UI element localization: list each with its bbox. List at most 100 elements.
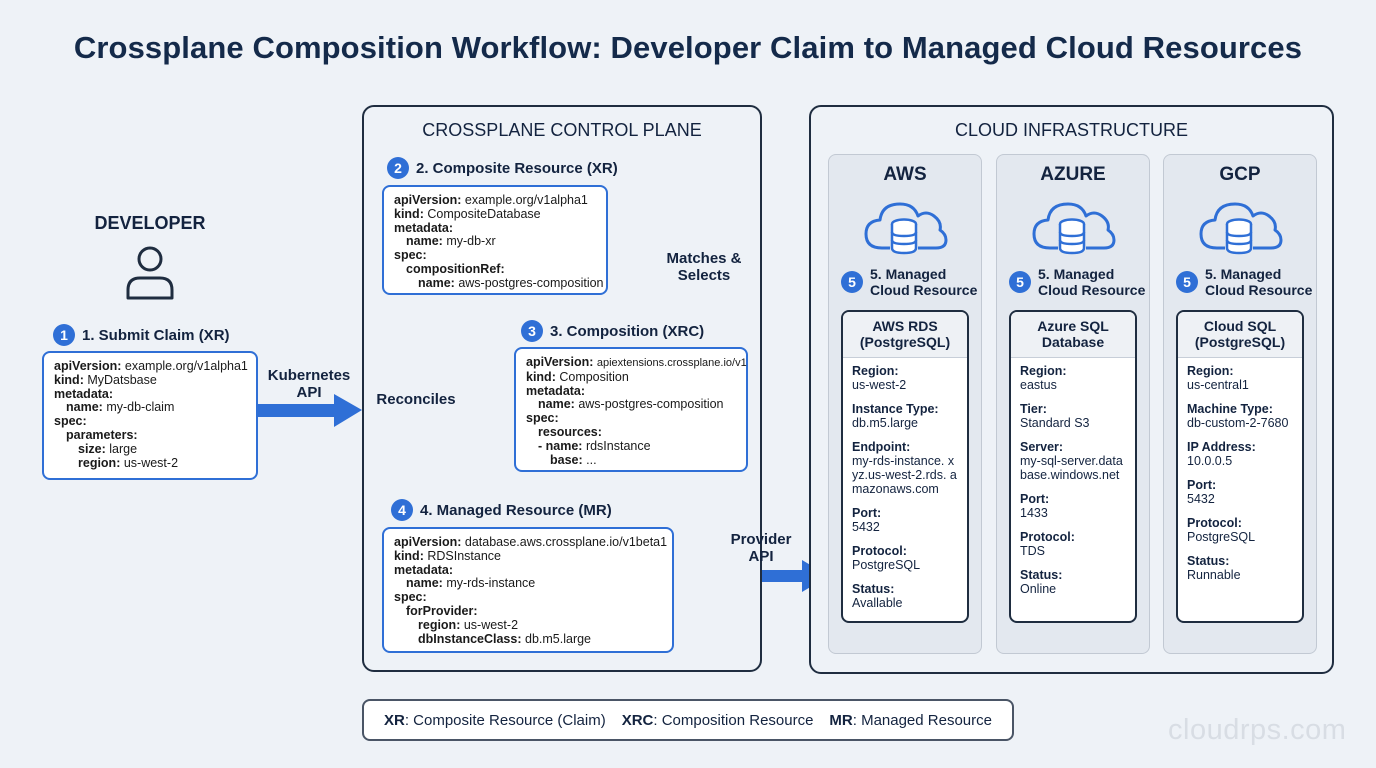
resource-field: Region:eastus: [1020, 364, 1126, 392]
resource-field: Port:5432: [852, 506, 958, 534]
field-value: my-sql-server.data base.windows.net: [1020, 454, 1123, 482]
kubernetes-api-arrow: [258, 394, 362, 427]
matches-selects-label: Matches & Selects: [666, 250, 742, 284]
field-value: 5432: [1187, 492, 1215, 506]
resource-field: Tier:Standard S3: [1020, 402, 1126, 430]
field-value: 5432: [852, 520, 880, 534]
field-label: Protocol:: [1187, 516, 1242, 530]
resource-field: Protocol:TDS: [1020, 530, 1126, 558]
cloud-infrastructure-title: CLOUD INFRASTRUCTURE: [954, 120, 1188, 140]
field-value: 1433: [1020, 506, 1048, 520]
provider-api-label: Provider API: [730, 531, 792, 565]
field-label: Instance Type:: [852, 402, 939, 416]
provider-name: GCP: [1219, 164, 1261, 185]
xr-yaml: apiVersion: example.org/v1alpha1 kind: C…: [382, 185, 608, 295]
step-1-label: 1 1. Submit Claim (XR): [53, 324, 230, 346]
step-2-label: 2 2. Composite Resource (XR): [387, 157, 618, 179]
field-label: Protocol:: [1020, 530, 1075, 544]
step-2-badge: 2: [387, 157, 409, 179]
field-label: Server:: [1020, 440, 1064, 454]
step-5-badge: 5: [1176, 271, 1198, 293]
legend-item-xr: XR: Composite Resource (Claim): [383, 711, 606, 729]
legend-item-xrc: XRC: Composition Resource: [621, 711, 814, 729]
field-label: Port:: [1187, 478, 1217, 492]
provider-name: AZURE: [1040, 164, 1106, 185]
field-value: my-rds-instance. xyz.us-west-2.rds. amaz…: [852, 454, 957, 496]
field-label: IP Address:: [1187, 440, 1256, 454]
cloud-database-icon: [829, 196, 981, 260]
field-value: Runnable: [1187, 568, 1241, 582]
field-value: us-west-2: [852, 378, 907, 392]
field-label: Status:: [1187, 554, 1230, 568]
resource-title: Azure SQL Database: [1011, 312, 1135, 358]
field-value: Standard S3: [1020, 416, 1090, 430]
resource-field: Status:Online: [1020, 568, 1126, 596]
developer-label: DEVELOPER: [94, 213, 206, 233]
managed-resource-label: 5 5. Managed Cloud Resource: [997, 266, 1149, 298]
resource-field: Port:5432: [1187, 478, 1293, 506]
watermark: cloudrps.com: [1168, 714, 1347, 746]
field-value: db-custom-2-7680: [1187, 416, 1289, 430]
claim-yaml: apiVersion: example.org/v1alpha1 kind: M…: [42, 351, 258, 480]
managed-text: 5. Managed Cloud Resource: [1038, 266, 1146, 298]
step-4-label: 4 4. Managed Resource (MR): [391, 499, 612, 521]
managed-resource-label: 5 5. Managed Cloud Resource: [829, 266, 981, 298]
field-label: Region:: [1187, 364, 1234, 378]
field-label: Protocol:: [852, 544, 907, 558]
cloud-database-icon: [997, 196, 1149, 260]
step-4-badge: 4: [391, 499, 413, 521]
step-4-text: 4. Managed Resource (MR): [420, 501, 612, 519]
field-value: Online: [1020, 582, 1057, 596]
resource-field: Status:Avallable: [852, 582, 958, 610]
field-label: Port:: [852, 506, 882, 520]
field-value: PostgreSQL: [852, 558, 921, 572]
step-3-text: 3. Composition (XRC): [550, 322, 705, 340]
resource-field: IP Address:10.0.0.5: [1187, 440, 1293, 468]
field-label: Region:: [852, 364, 899, 378]
field-label: Tier:: [1020, 402, 1047, 416]
step-5-badge: 5: [1009, 271, 1031, 293]
resource-field: Protocol:PostgreSQL: [852, 544, 958, 572]
step-5-badge: 5: [841, 271, 863, 293]
managed-text: 5. Managed Cloud Resource: [1205, 266, 1313, 298]
resource-field: Status:Runnable: [1187, 554, 1293, 582]
legend: XR: Composite Resource (Claim) XRC: Comp…: [362, 699, 1014, 741]
control-plane-title: CROSSPLANE CONTROL PLANE: [422, 120, 702, 140]
kubernetes-api-label: Kubernetes API: [267, 367, 351, 401]
managed-resource-label: 5 5. Managed Cloud Resource: [1164, 266, 1316, 298]
field-value: db.m5.large: [852, 416, 919, 430]
field-label: Machine Type:: [1187, 402, 1273, 416]
field-value: eastus: [1020, 378, 1057, 392]
field-value: PostgreSQL: [1187, 530, 1256, 544]
legend-item-mr: MR: Managed Resource: [829, 711, 992, 729]
resource-title: AWS RDS (PostgreSQL): [843, 312, 967, 358]
person-icon: [122, 242, 178, 307]
resource-field: Region:us-west-2: [852, 364, 958, 392]
field-label: Region:: [1020, 364, 1067, 378]
step-3-badge: 3: [521, 320, 543, 342]
resource-field: Machine Type:db-custom-2-7680: [1187, 402, 1293, 430]
mr-yaml: apiVersion: database.aws.crossplane.io/v…: [382, 527, 674, 653]
reconciles-label: Reconciles: [376, 391, 456, 408]
managed-text: 5. Managed Cloud Resource: [870, 266, 978, 298]
field-label: Endpoint:: [852, 440, 911, 454]
step-1-text: 1. Submit Claim (XR): [82, 326, 230, 344]
step-1-badge: 1: [53, 324, 75, 346]
field-label: Status:: [852, 582, 895, 596]
resource-field: Protocol:PostgreSQL: [1187, 516, 1293, 544]
cloud-database-icon: [1164, 196, 1316, 260]
resource-field: Region:us-central1: [1187, 364, 1293, 392]
field-value: us-central1: [1187, 378, 1249, 392]
field-value: 10.0.0.5: [1187, 454, 1233, 468]
page-title: Crossplane Composition Workflow: Develop…: [73, 30, 1303, 65]
resource-field: Server:my-sql-server.data base.windows.n…: [1020, 440, 1126, 482]
resource-card: Cloud SQL (PostgreSQL)Region:us-central1…: [1176, 310, 1304, 623]
field-value: Avallable: [852, 596, 903, 610]
